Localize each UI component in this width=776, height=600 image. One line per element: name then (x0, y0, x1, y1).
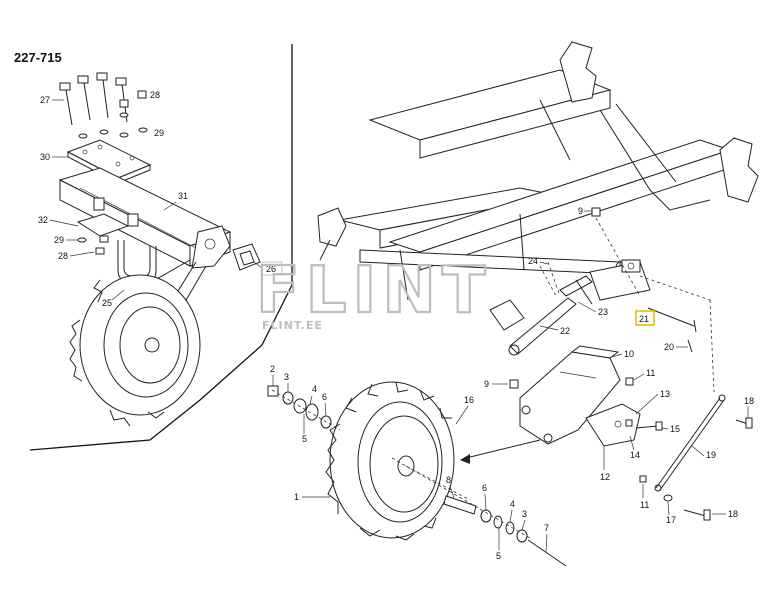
part-label: 4 (510, 499, 515, 509)
part-label: 28 (58, 251, 68, 261)
part-label: 3 (284, 372, 289, 382)
tie-rod (654, 394, 726, 492)
part-label: 5 (302, 434, 307, 444)
part-label: 29 (154, 128, 164, 138)
part-label: 20 (664, 342, 674, 352)
lower-clamp (76, 213, 130, 255)
part-label: 18 (728, 509, 738, 519)
hub-parts-left (267, 385, 341, 431)
part-label: 27 (40, 95, 50, 105)
part-label: 32 (38, 215, 48, 225)
part-label: 15 (670, 424, 680, 434)
part-label: 14 (630, 450, 640, 460)
main-wheel (325, 381, 541, 541)
part-label: 6 (322, 392, 327, 402)
top-nuts (78, 90, 148, 139)
part-label: 4 (312, 384, 317, 394)
part-label: 26 (266, 264, 276, 274)
part-label: 12 (600, 472, 610, 482)
watermark: FLINT FLINT.EE (255, 253, 492, 332)
part-label: 18 (744, 396, 754, 406)
diagram-title: 227-715 (14, 50, 62, 65)
part-label: 6 (482, 483, 487, 493)
inset-wheel (69, 274, 201, 427)
part-label: 21 (639, 314, 649, 324)
part-label: 29 (54, 235, 64, 245)
wheel-bracket (119, 225, 231, 325)
highlighted-pin (647, 307, 697, 353)
part-label: 7 (544, 523, 549, 533)
carriage-bolts (59, 72, 128, 126)
part-label: 11 (640, 500, 649, 510)
part-label: 9 (484, 379, 489, 389)
part-label: 17 (666, 515, 676, 525)
end-cap (232, 243, 261, 271)
inset-assembly (58, 72, 261, 427)
inset-frame (29, 44, 293, 451)
part-label: 31 (178, 191, 188, 201)
part-label: 10 (624, 349, 634, 359)
main-frame (317, 41, 759, 393)
part-label: 11 (646, 368, 655, 378)
part-label: 19 (706, 450, 716, 460)
highlight-box (635, 310, 655, 326)
part-label: 23 (598, 307, 608, 317)
part-label: 13 (660, 389, 670, 399)
wheel-arm-plate (519, 345, 663, 447)
part-label: 16 (464, 395, 474, 405)
main-labels: 9 24 21 23 22 20 10 11 9 13 15 14 12 19 … (270, 206, 754, 561)
part-label: 9 (578, 206, 583, 216)
link-arm (508, 265, 593, 356)
part-label: 1 (294, 492, 299, 502)
part-label: 8 (446, 475, 451, 485)
part-label: 2 (270, 364, 275, 374)
inset-labels: 27 28 29 30 31 32 29 28 25 26 (38, 90, 283, 308)
part-label: 24 (528, 256, 538, 266)
watermark-text: FLINT (256, 254, 492, 328)
part-label: 30 (40, 152, 50, 162)
part-label: 28 (150, 90, 160, 100)
part-label: 3 (522, 509, 527, 519)
part-label: 22 (560, 326, 570, 336)
bolts-18 (683, 417, 753, 521)
part-label: 25 (102, 298, 112, 308)
small-hardware (509, 207, 673, 502)
watermark-subtext: FLINT.EE (262, 319, 323, 332)
axle-assembly (391, 457, 567, 567)
part-label: 5 (496, 551, 501, 561)
